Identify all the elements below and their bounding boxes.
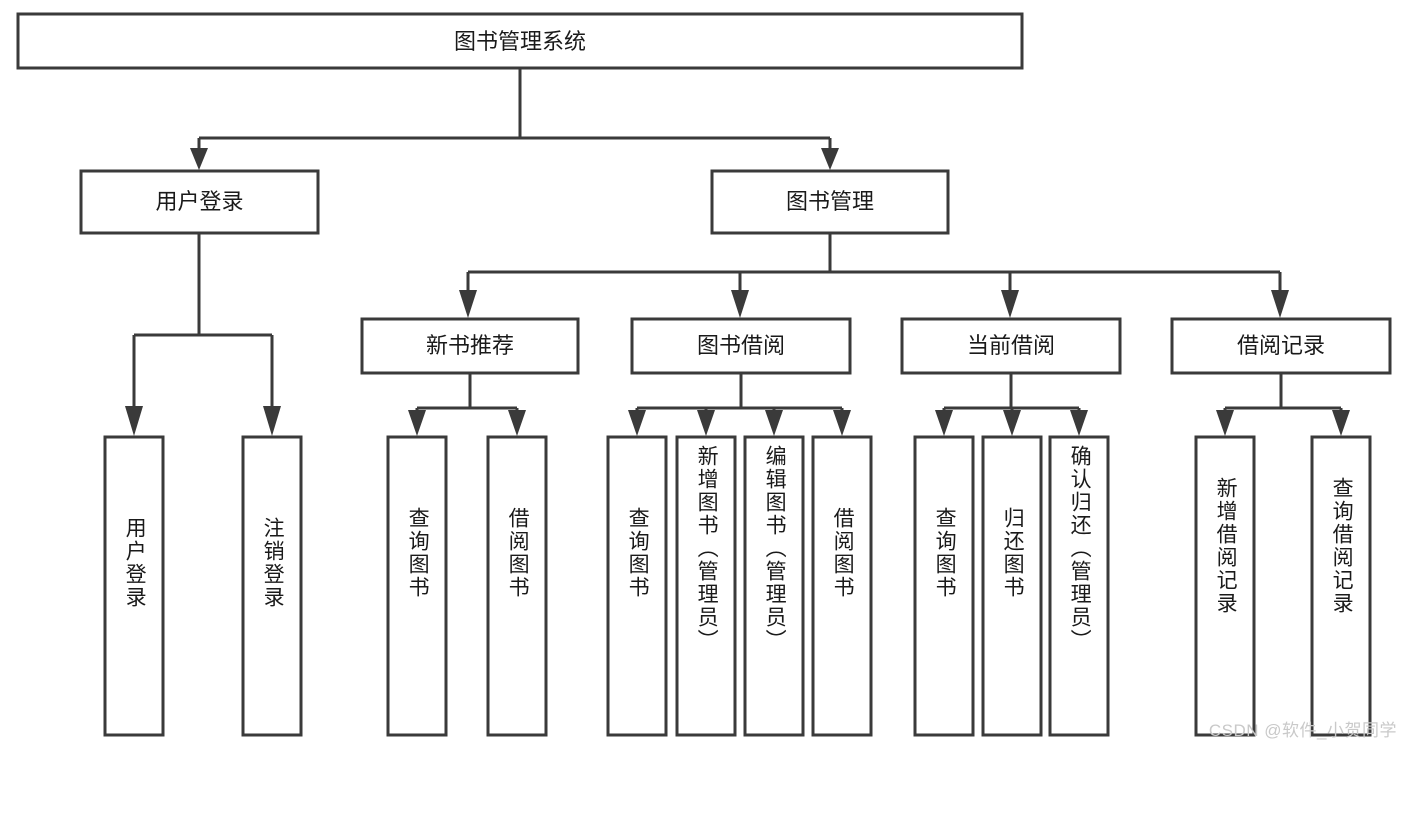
node-leaf-return-book-box[interactable]	[981, 435, 1043, 737]
node-leaf-confirm-return-box[interactable]	[1048, 435, 1110, 737]
arrow-head-leaf-user-logout	[263, 406, 281, 436]
diagram-canvas: 图书管理系统 用户登录 图书管理 新书推荐 图书借阅 当前借阅 借阅记录	[16, 12, 1397, 740]
node-book-management[interactable]: 图书管理	[710, 169, 950, 235]
connector-group-current-borrow-to-leaves	[935, 373, 1088, 436]
arrow-head-current-borrow	[1001, 290, 1019, 318]
arrow-head-leaf-query-book-cb	[935, 410, 953, 436]
node-leaf-user-logout-box[interactable]	[241, 435, 303, 737]
arrow-head-leaf-add-record	[1216, 410, 1234, 436]
arrow-head-leaf-borrow-book-bb	[833, 410, 851, 436]
diagram-svg: 图书管理系统 用户登录 图书管理 新书推荐 图书借阅 当前借阅 借阅记录	[16, 12, 1392, 737]
arrow-head-leaf-query-record	[1332, 410, 1350, 436]
node-leaf-borrow-book-bb-box[interactable]	[811, 435, 873, 737]
node-leaf-query-book-rec-box[interactable]	[386, 435, 448, 737]
connector-group-borrow-record-to-leaves	[1216, 373, 1350, 436]
arrow-head-leaf-borrow-book-rec	[508, 410, 526, 436]
arrow-head-leaf-edit-book	[765, 410, 783, 436]
node-book-borrow-label: 图书借阅	[697, 333, 785, 358]
connector-group-root-to-level2	[190, 68, 839, 170]
node-book-borrow-box[interactable]	[630, 317, 852, 375]
arrow-head-leaf-query-book-rec	[408, 410, 426, 436]
arrow-head-borrow-record	[1271, 290, 1289, 318]
node-new-book-recommend-box[interactable]	[360, 317, 580, 375]
node-book-management-label: 图书管理	[786, 189, 874, 214]
node-user-login-box[interactable]	[79, 169, 320, 235]
node-current-borrow-box[interactable]	[900, 317, 1122, 375]
node-leaf-borrow-book-rec-box[interactable]	[486, 435, 548, 737]
node-current-borrow-label: 当前借阅	[967, 333, 1055, 358]
node-new-book-recommend[interactable]: 新书推荐	[360, 317, 580, 375]
node-leaf-add-book-box[interactable]	[675, 435, 737, 737]
connector-group-book-borrow-to-leaves	[628, 373, 851, 436]
arrow-head-leaf-user-login	[125, 406, 143, 436]
node-book-management-box[interactable]	[710, 169, 950, 235]
node-borrow-record-box[interactable]	[1170, 317, 1392, 375]
connector-group-new-book-recommend-to-leaves	[408, 373, 526, 436]
arrow-head-leaf-add-book	[697, 410, 715, 436]
node-user-login[interactable]: 用户登录	[79, 169, 320, 235]
node-root[interactable]: 图书管理系统	[16, 12, 1024, 70]
arrow-head-new-book-recommend	[459, 290, 477, 318]
csdn-watermark: CSDN @软件_小贺同学	[1208, 721, 1397, 740]
node-current-borrow[interactable]: 当前借阅	[900, 317, 1122, 375]
node-leaf-query-book-bb-box[interactable]	[606, 435, 668, 737]
connector-group-user-login-to-leaves	[125, 233, 281, 436]
connector-group-book-management-to-level3	[459, 233, 1289, 318]
arrow-head-leaf-return-book	[1003, 410, 1021, 436]
node-book-borrow[interactable]: 图书借阅	[630, 317, 852, 375]
node-borrow-record-label: 借阅记录	[1237, 333, 1325, 358]
arrow-head-user-login	[190, 148, 208, 170]
node-user-login-label: 用户登录	[155, 189, 243, 214]
node-new-book-recommend-label: 新书推荐	[426, 333, 514, 358]
node-leaf-add-record-box[interactable]	[1194, 435, 1256, 737]
node-leaf-user-login-box[interactable]	[103, 435, 165, 737]
node-leaf-query-record-box[interactable]	[1310, 435, 1372, 737]
node-leaf-edit-book-box[interactable]	[743, 435, 805, 737]
arrow-head-book-borrow	[731, 290, 749, 318]
node-leaf-query-book-cb-box[interactable]	[913, 435, 975, 737]
arrow-head-book-management	[821, 148, 839, 170]
arrow-head-leaf-confirm-return	[1070, 410, 1088, 436]
node-borrow-record[interactable]: 借阅记录	[1170, 317, 1392, 375]
node-root-box[interactable]	[16, 12, 1024, 70]
arrow-head-leaf-query-book-bb	[628, 410, 646, 436]
node-root-label: 图书管理系统	[454, 29, 586, 54]
